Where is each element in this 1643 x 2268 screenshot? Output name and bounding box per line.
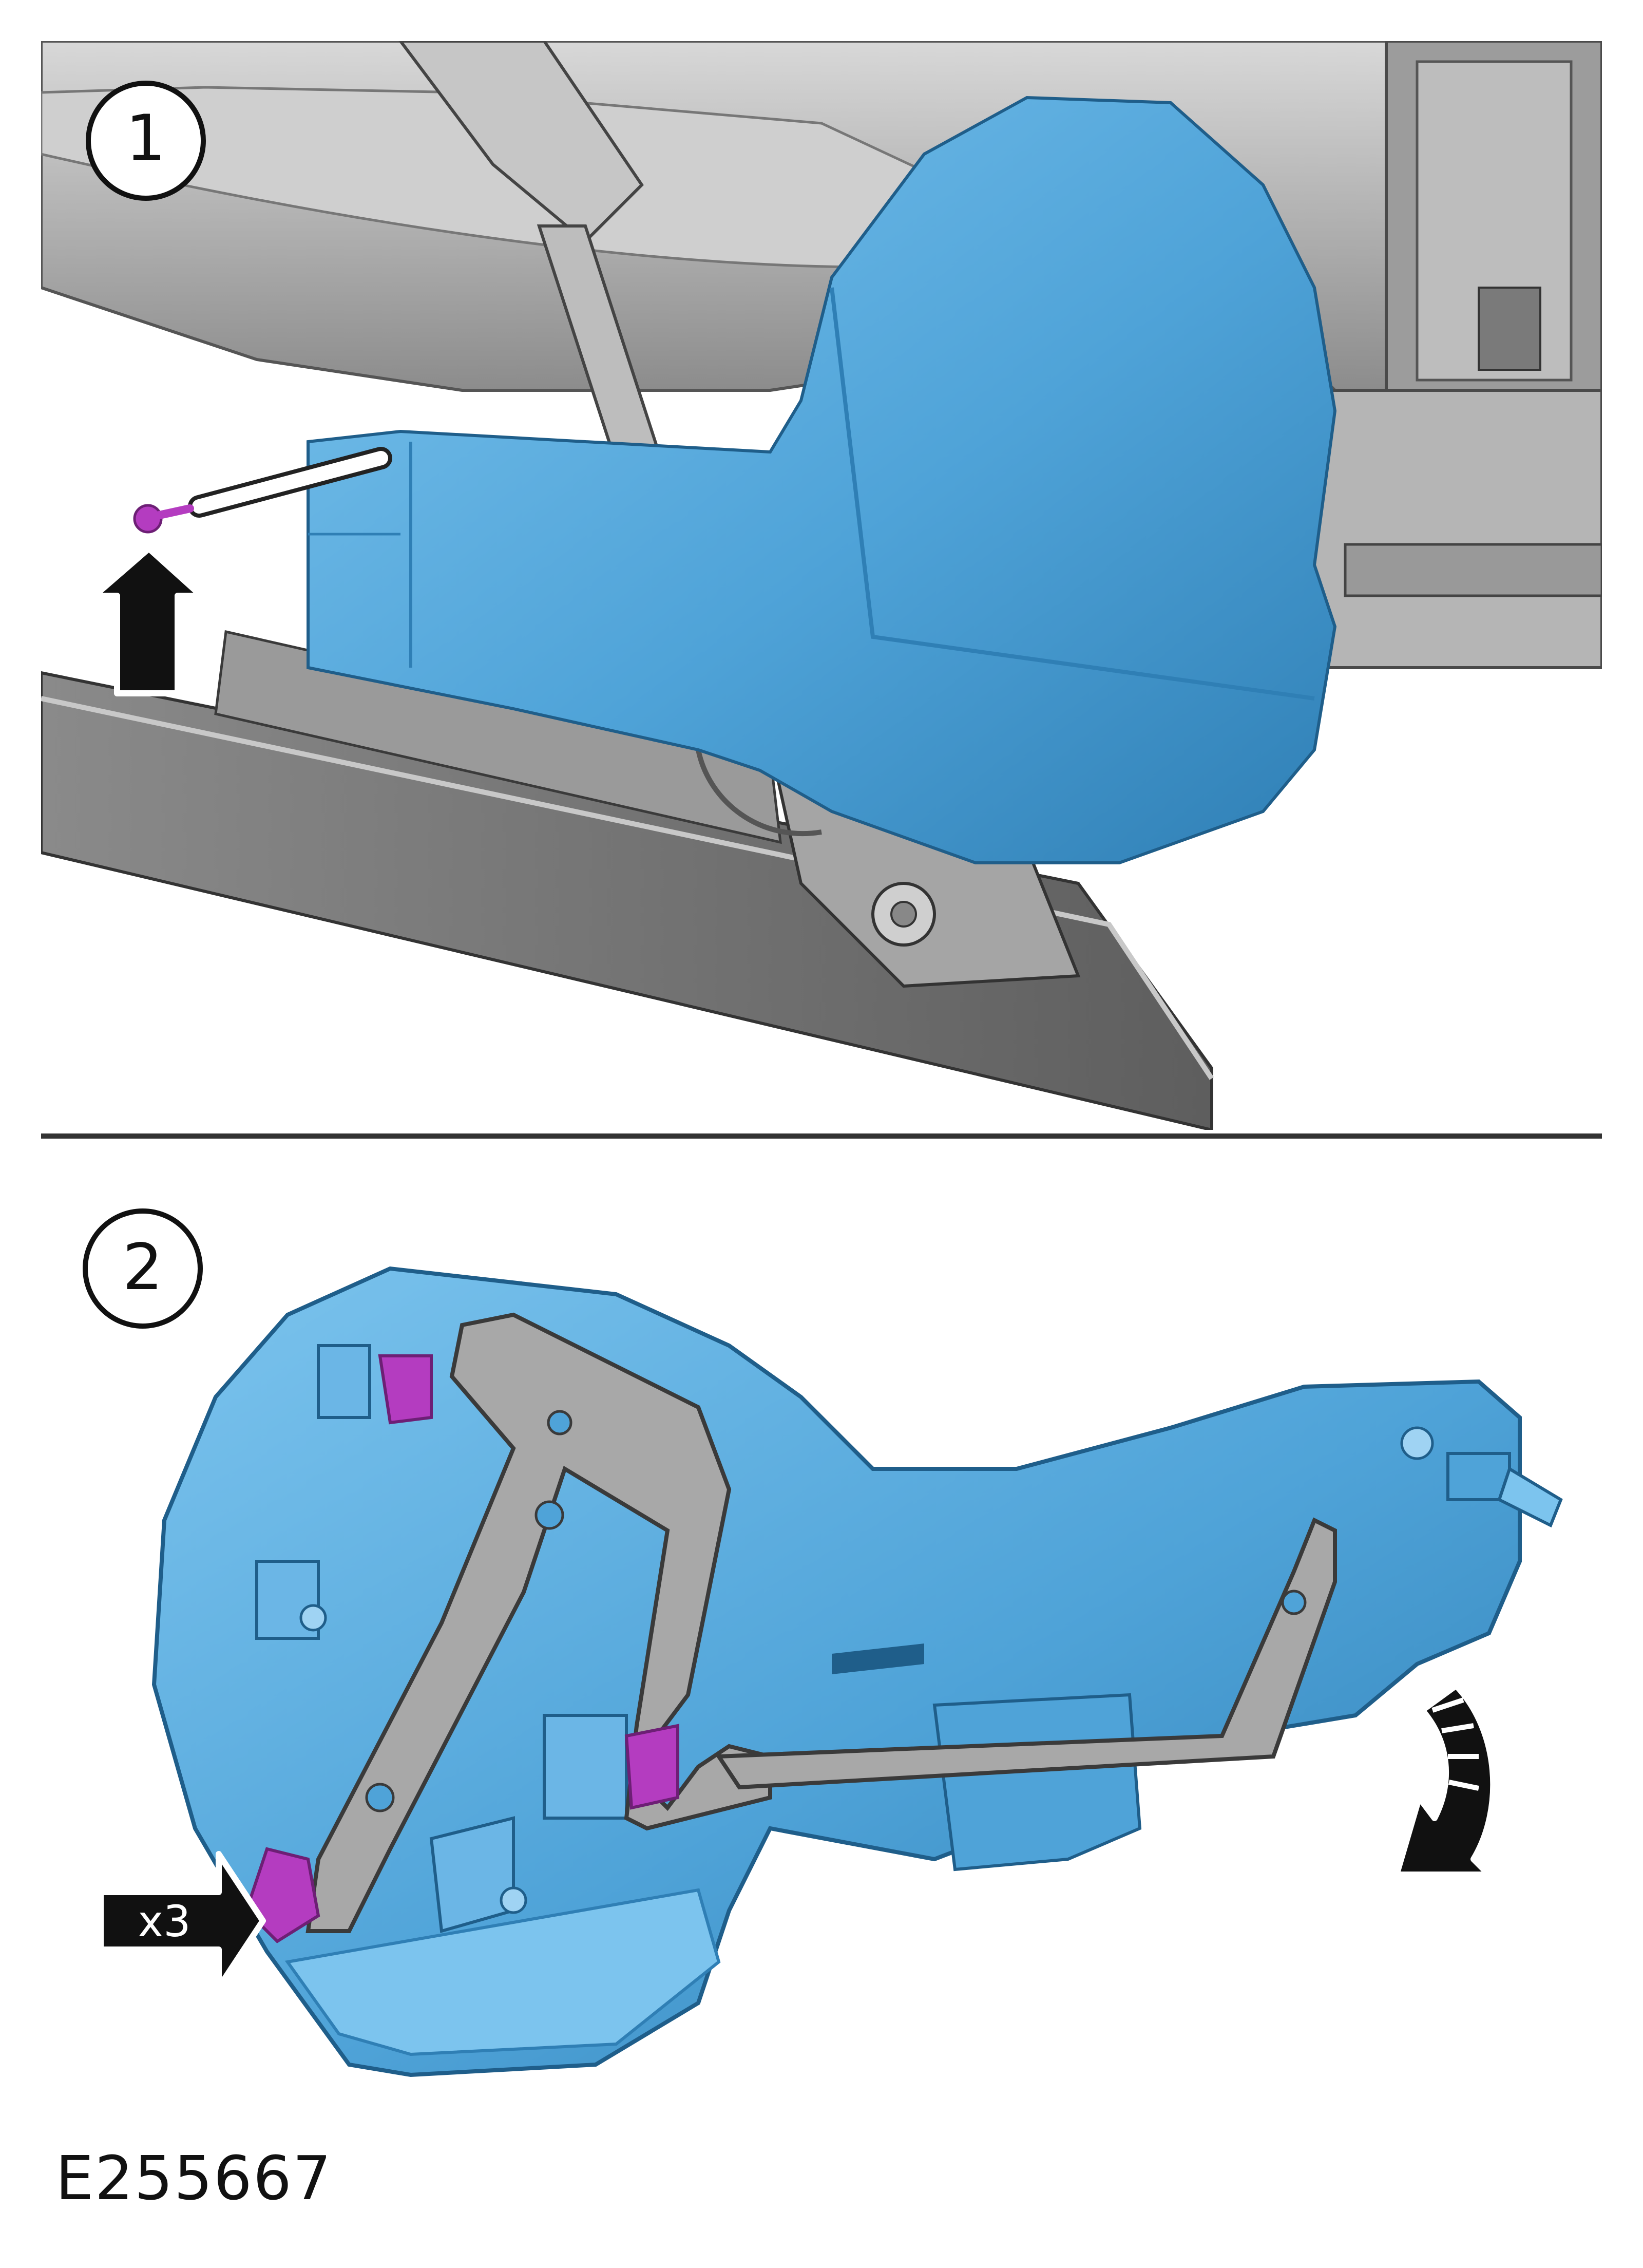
electrical-connector (1446, 1452, 1563, 1528)
trim-panel-screw (133, 504, 194, 534)
svg-text:2: 2 (123, 1231, 163, 1305)
panel-clip (543, 1714, 628, 1820)
metal-bracket (305, 1312, 1337, 1933)
retaining-clip-2 (624, 1724, 679, 1810)
quantity-label: x3 (138, 1896, 190, 1946)
step-number-2: 2 (83, 1208, 203, 1329)
step2-panel: x3 2 (83, 1208, 1563, 2077)
step-number-1: 1 (86, 81, 206, 201)
step1-panel: 1 (41, 41, 1602, 1130)
right-arrow-icon: x3 (98, 1851, 266, 1991)
seat-lever (398, 41, 644, 244)
upward-arrow-icon (91, 545, 204, 696)
figure-reference-code: E255667 (55, 2143, 333, 2214)
svg-text:1: 1 (126, 102, 166, 176)
retaining-clip-1 (378, 1354, 433, 1425)
seat-assembly-view (41, 41, 1602, 1130)
rotate-arrow-icon (1393, 1683, 1497, 1878)
seat-side-trim-panel (307, 96, 1337, 864)
panel-clip (317, 1344, 371, 1419)
